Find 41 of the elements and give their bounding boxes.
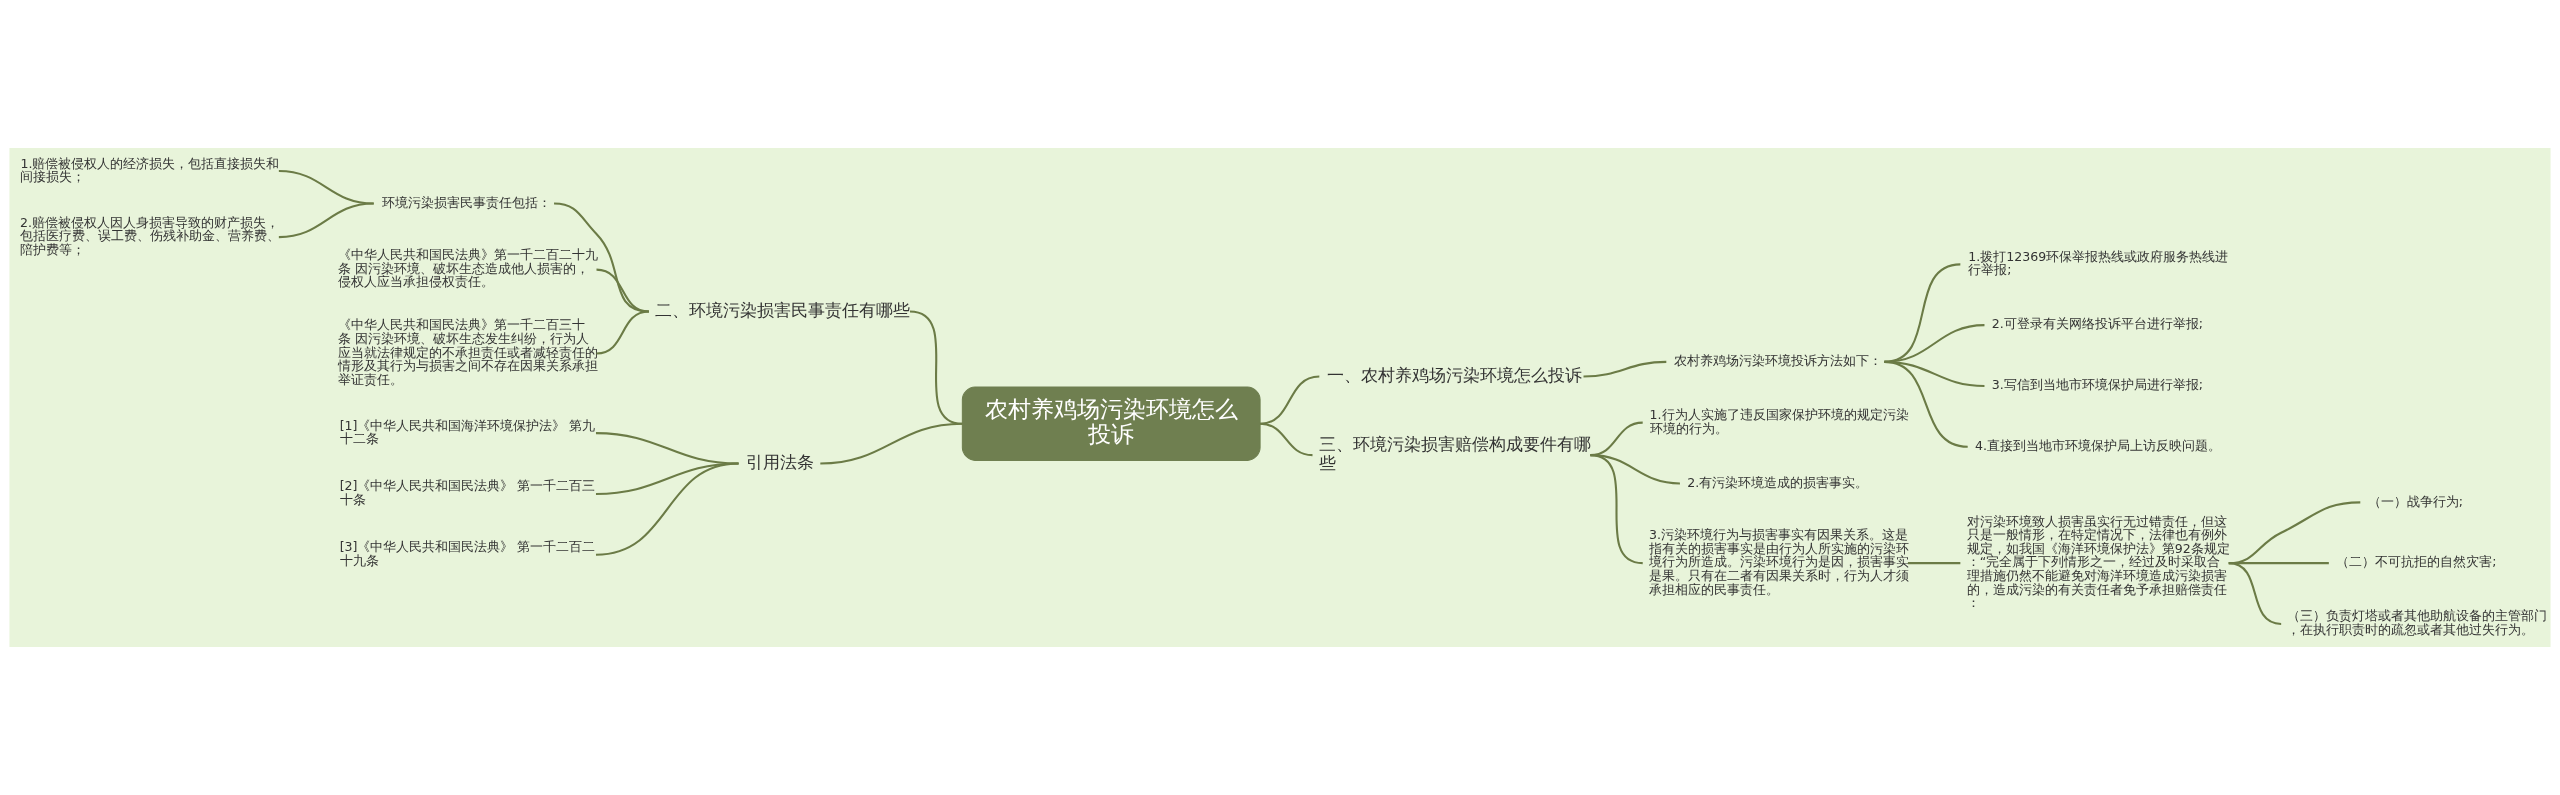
connector — [596, 268, 650, 313]
connector — [1259, 375, 1320, 425]
connector — [1884, 360, 1968, 448]
node-text: 3.写信到当地市环境保护局进行举报; — [1991, 377, 2204, 393]
node-text: 2.赔偿被侵权人因人身损害导致的财产损失，包括医疗费、误工费、伤残补助金、营养费、陪护费等； — [19, 214, 280, 257]
node-text: 三、环境污染损害赔偿构成要件有哪些 — [1318, 433, 1591, 473]
node-text: 2.有污染环境造成的损害事实。 — [1687, 474, 1869, 490]
node-text: 《中华人民共和国民法典》第一千二百三十条 因污染环境、破坏生态发生纠纷，行为人应当就法律规定的不承担责任或者减轻责任的情形及其行为与损害之间不存在因果关系承担举证责任。 — [337, 317, 598, 387]
connector — [595, 432, 739, 465]
connector — [1259, 422, 1313, 457]
node-box: 农村养鸡场污染环境怎么投诉 — [961, 386, 1261, 461]
node-text: 《中华人民共和国民法典》第一千二百二十九条 因污染环境、破坏生态造成他人损害的，侵权人应当承担侵权责任。 — [337, 247, 598, 290]
node-text: 环境污染损害民事责任包括： — [381, 194, 551, 210]
node-text: 1.行为人实施了违反国家保护环境的规定污染环境的行为。 — [1649, 407, 1909, 436]
node-text: 一、农村养鸡场污染环境怎么投诉 — [1327, 364, 1583, 385]
connector — [820, 422, 963, 465]
node-text: [1]《中华人民共和国海洋环境保护法》 第九十二条 — [339, 417, 596, 447]
node-text: 1.拨打12369环保举报热线或政府服务热线进行举报; — [1968, 248, 2229, 278]
node-text: （一）战争行为; — [2367, 493, 2463, 509]
node-text: 引用法条 — [745, 451, 814, 472]
node-text: 1.赔偿被侵权人的经济损失，包括直接损失和间接损失； — [20, 155, 280, 185]
connector — [1907, 562, 1961, 565]
node-text: 4.直接到当地市环境保护局上访反映问题。 — [1975, 438, 2222, 454]
node-text: 3.污染环境行为与损害事实有因果关系。这是指有关的损害事实是由行为人所实施的污染环境行为所造成。污染环境行为是因，损害事实是果。只有在二者有因果关系时，行为人才须承担相应的民事责任。 — [1649, 527, 1910, 597]
node-text: 对污染环境致人损害虽实行无过错责任，但这只是一般情形，在特定情况下，法律也有例外规定，如我国《海洋环境保护法》第92条规定：“完全属于下列情形之一，经过及时采取合理措施仍然不能避免对海洋环境造成污染损害的，造成污染的有关责任者免予承担赔偿责任： — [1966, 513, 2230, 611]
node-text: 农村养鸡场污染环境投诉方法如下： — [1674, 353, 1883, 369]
node-text: （三）负责灯塔或者其他助航设备的主管部门，在执行职责时的疏忽或者其他过失行为。 — [2287, 608, 2548, 637]
connector — [909, 310, 963, 425]
node-text: [3]《中华人民共和国民法典》 第一千二百二十九条 — [339, 539, 596, 568]
node-text: [2]《中华人民共和国民法典》 第一千二百三十条 — [339, 478, 596, 508]
connector — [595, 462, 739, 556]
connector — [554, 202, 649, 313]
connector — [278, 170, 374, 205]
connector — [278, 202, 374, 239]
connector — [1583, 360, 1667, 378]
node-text: 2.可登录有关网络投诉平台进行举报; — [1991, 316, 2204, 332]
connector — [1590, 454, 1643, 565]
connector — [2228, 562, 2282, 625]
node-text: 二、环境污染损害民事责任有哪些 — [655, 299, 911, 320]
node-text: （二）不可抗拒的自然灾害; — [2336, 554, 2497, 570]
connector — [596, 310, 650, 355]
